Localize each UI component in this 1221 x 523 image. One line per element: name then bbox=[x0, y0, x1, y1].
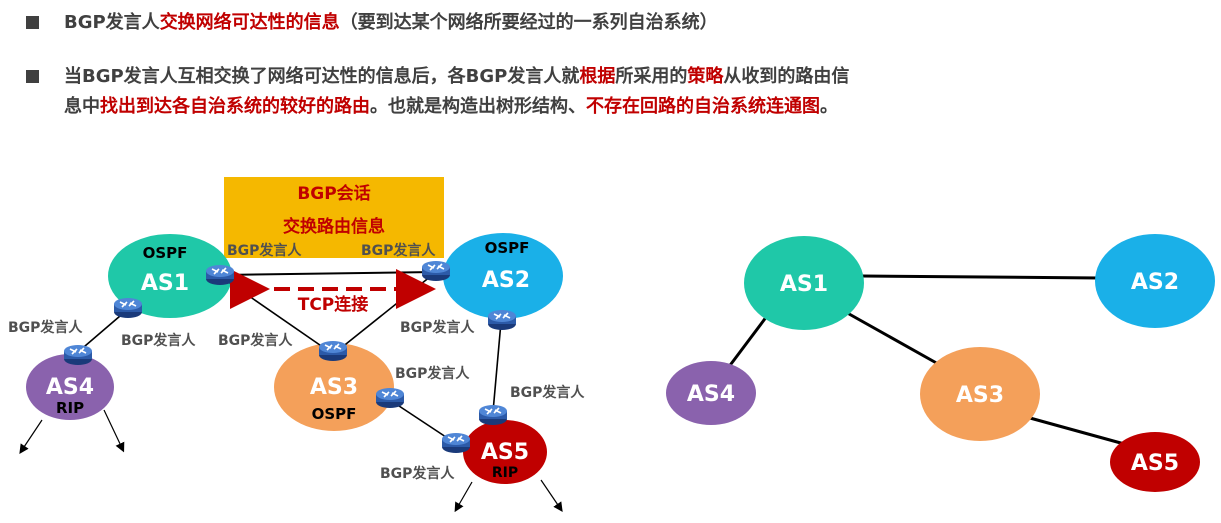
text-segment-highlight: 不存在回路的自治系统连通图 bbox=[586, 96, 820, 117]
edge-as1-as4 bbox=[726, 311, 772, 369]
text-segment: 当BGP发言人互相交换了网络可达性的信息后，各BGP发言人就 bbox=[64, 66, 580, 87]
session-box-line2: 交换路由信息 bbox=[283, 216, 385, 237]
text-segment: 。也就是构造出树形结构、 bbox=[370, 96, 586, 117]
bullet-line-2b: 息中找出到达各自治系统的较好的路由。也就是构造出树形结构、不存在回路的自治系统连… bbox=[64, 94, 838, 120]
text-segment: 息中 bbox=[64, 96, 100, 117]
as2-label: AS2 bbox=[482, 268, 530, 293]
as5-node bbox=[463, 420, 547, 484]
text-segment-highlight: 找出到达各自治系统的较好的路由 bbox=[100, 96, 370, 117]
bullet-marker-2 bbox=[26, 70, 39, 83]
bgp-speaker-label: BGP发言人 bbox=[218, 332, 293, 349]
text-segment-highlight: 交换网络可达性的信息 bbox=[159, 12, 340, 33]
session-box-line1: BGP会话 bbox=[297, 183, 370, 204]
as4-label: AS4 bbox=[46, 375, 94, 400]
router-icon bbox=[487, 309, 517, 331]
router-icon bbox=[375, 387, 405, 409]
tree-as5-node bbox=[1110, 432, 1200, 492]
tcp-label: TCP连接 bbox=[298, 294, 369, 315]
bgp-speaker-label: BGP发言人 bbox=[8, 319, 83, 336]
router-icon bbox=[113, 297, 143, 319]
external-arrow bbox=[19, 419, 43, 454]
bgp-session-box bbox=[224, 177, 444, 258]
bullet-marker-1 bbox=[26, 16, 39, 29]
as1-node bbox=[108, 234, 232, 318]
router-icon bbox=[205, 264, 235, 286]
as3-protocol: OSPF bbox=[312, 405, 357, 423]
as4-node bbox=[26, 354, 114, 420]
as1-label: AS1 bbox=[141, 271, 189, 296]
router-icon bbox=[441, 432, 471, 454]
router-icon bbox=[318, 340, 348, 362]
text-segment: BGP发言人 bbox=[64, 12, 160, 33]
bullet-line-1: BGP发言人交换网络可达性的信息（要到达某个网络所要经过的一系列自治系统） bbox=[64, 10, 718, 36]
tree-as1-node bbox=[744, 236, 864, 330]
as5-label: AS5 bbox=[481, 440, 529, 465]
link-as1-as2 bbox=[219, 271, 437, 276]
as1-protocol: OSPF bbox=[143, 244, 188, 262]
link-as1-as4 bbox=[77, 309, 128, 353]
as2-protocol: OSPF bbox=[485, 239, 530, 257]
link-as2-as5 bbox=[492, 321, 502, 413]
tree-as3-node bbox=[920, 347, 1040, 441]
external-arrow bbox=[454, 481, 473, 513]
as4-protocol: RIP bbox=[56, 399, 84, 417]
router-icon bbox=[63, 344, 93, 366]
tree-as2-node bbox=[1095, 234, 1215, 328]
bgp-speaker-label: BGP发言人 bbox=[380, 465, 455, 482]
bullet-line-2a: 当BGP发言人互相交换了网络可达性的信息后，各BGP发言人就根据所采用的策略从收… bbox=[64, 64, 849, 90]
as2-node bbox=[443, 233, 563, 319]
as5-protocol: RIP bbox=[492, 465, 518, 481]
text-segment: 所采用的 bbox=[615, 66, 688, 87]
text-segment: 从收到的路由信 bbox=[723, 66, 850, 87]
tree-as1-label: AS1 bbox=[780, 272, 828, 297]
tree-as3-label: AS3 bbox=[956, 383, 1004, 408]
bgp-speaker-label: BGP发言人 bbox=[227, 242, 302, 259]
router-icon bbox=[421, 260, 451, 282]
bgp-speaker-label: BGP发言人 bbox=[361, 242, 436, 259]
bgp-speaker-label: BGP发言人 bbox=[510, 384, 585, 401]
edge-as1-as2 bbox=[861, 274, 1101, 280]
edge-as1-as3 bbox=[841, 308, 941, 367]
router-icon bbox=[478, 404, 508, 426]
external-arrow bbox=[103, 409, 125, 453]
bgp-speaker-label: BGP发言人 bbox=[395, 365, 470, 382]
text-segment-highlight: 策略 bbox=[687, 66, 724, 87]
as3-node bbox=[274, 343, 394, 431]
tree-as5-label: AS5 bbox=[1131, 451, 1179, 476]
text-segment: （要到达某个网络所要经过的一系列自治系统） bbox=[339, 12, 718, 33]
as3-label: AS3 bbox=[310, 375, 358, 400]
tree-as4-label: AS4 bbox=[687, 382, 735, 407]
tree-as2-label: AS2 bbox=[1131, 270, 1179, 295]
text-segment-highlight: 根据 bbox=[579, 66, 616, 87]
tree-as4-node bbox=[666, 361, 756, 425]
edge-as3-as5 bbox=[1029, 416, 1129, 447]
text-segment: 。 bbox=[820, 96, 838, 117]
external-arrow bbox=[540, 479, 563, 512]
bgp-speaker-label: BGP发言人 bbox=[400, 319, 475, 336]
bgp-speaker-label: BGP发言人 bbox=[121, 332, 196, 349]
